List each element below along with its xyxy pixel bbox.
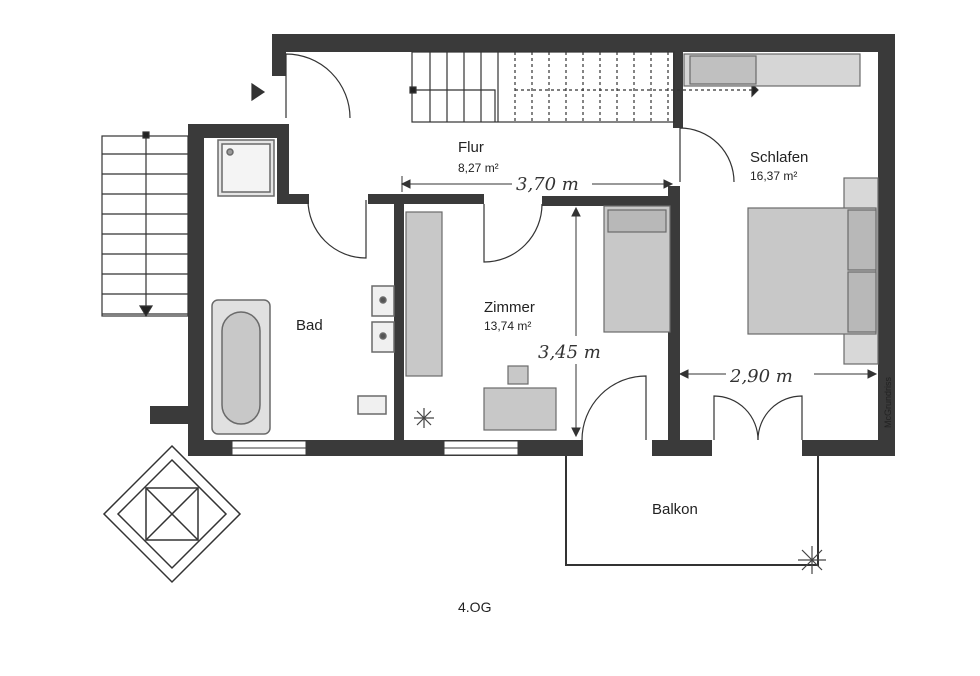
windows	[231, 440, 519, 456]
zimmer-furniture	[405, 205, 671, 431]
dimension-lines	[400, 176, 878, 438]
room-area-schlafen: 16,37 m²	[750, 169, 797, 183]
plant-icon	[798, 546, 826, 574]
room-name-schlafen: Schlafen	[750, 149, 808, 166]
staircase-top	[409, 51, 759, 123]
floor-label: 4.OG	[458, 599, 491, 615]
room-name-zimmer: Zimmer	[484, 299, 535, 316]
room-name-balkon: Balkon	[652, 501, 698, 518]
bathroom-fixtures	[211, 139, 395, 435]
balcony-outline	[565, 456, 819, 566]
entry-door	[251, 53, 351, 119]
dimension-label-flur-width: 3,70 m	[516, 174, 579, 195]
interior-doors	[307, 127, 803, 441]
plant-icon	[414, 408, 434, 428]
compass-icon	[102, 444, 242, 584]
credit-label: McGrundriss	[883, 376, 893, 428]
room-name-bad: Bad	[296, 317, 323, 334]
room-area-flur: 8,27 m²	[458, 161, 499, 175]
room-area-zimmer: 13,74 m²	[484, 319, 531, 333]
schlafen-furniture	[683, 53, 879, 365]
dimension-label-zimmer-depth: 3,45 m	[538, 342, 601, 363]
dimension-label-schlafen-width: 2,90 m	[729, 366, 793, 387]
room-name-flur: Flur	[458, 139, 484, 156]
staircase-left	[101, 131, 189, 318]
